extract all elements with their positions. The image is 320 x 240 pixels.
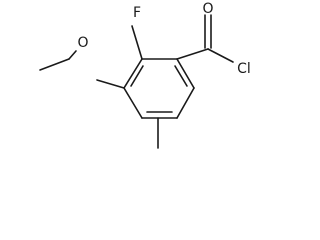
ring-double-bonds — [130, 65, 188, 113]
molecule-structure: F O O Cl — [39, 1, 251, 149]
fluorine-label: F — [133, 5, 141, 21]
ring-double-bond-c2-c3 — [174, 65, 188, 87]
benzene-ring — [123, 58, 195, 119]
chlorine-label: Cl — [237, 61, 251, 77]
ring-bond-c3-c4 — [176, 87, 195, 119]
bond-ring-ether-oxygen — [96, 79, 125, 89]
substituent-bonds — [39, 14, 234, 149]
ring-double-bond-c1-c6 — [130, 65, 144, 87]
ring-bond-c5-c6 — [123, 87, 143, 119]
ring-bond-c6-c1 — [123, 58, 143, 89]
carbonyl-oxygen-label: O — [202, 1, 213, 17]
bond-ethyl-ch2-ch3 — [39, 58, 70, 71]
ring-bond-c2-c3 — [176, 58, 195, 89]
bond-ring-fluorine — [131, 25, 143, 60]
ether-oxygen-label: O — [77, 35, 88, 51]
bond-ring-carbonyl — [176, 48, 209, 60]
bond-oxygen-ethyl — [68, 50, 77, 60]
bond-carbonyl-chlorine — [207, 48, 234, 63]
